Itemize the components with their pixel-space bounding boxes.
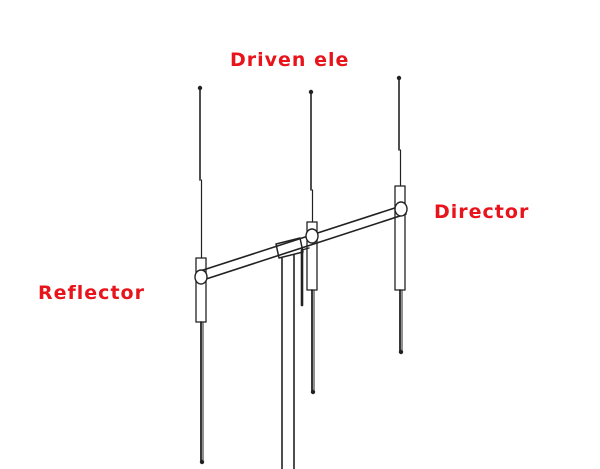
mast <box>275 237 304 469</box>
reflector-label: Reflector <box>38 282 145 304</box>
director-label: Director <box>434 201 530 223</box>
boom <box>196 204 407 282</box>
reflector-element <box>194 85 208 465</box>
director-element <box>394 75 408 355</box>
driven-element-label: Driven ele <box>230 49 350 71</box>
driven-element <box>300 89 319 395</box>
